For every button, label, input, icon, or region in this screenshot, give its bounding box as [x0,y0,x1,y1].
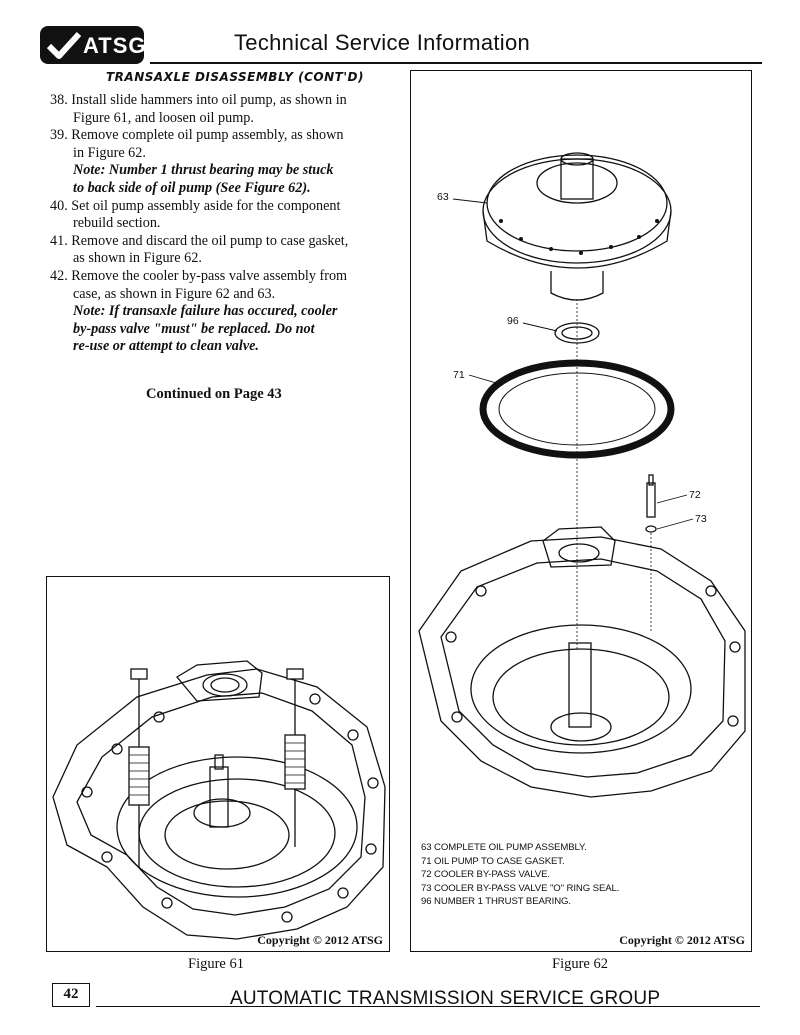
step-39: 39. Remove complete oil pump assembly, a… [50,127,380,197]
footer-title: AUTOMATIC TRANSMISSION SERVICE GROUP [230,988,661,1009]
callout-71: 71 [453,369,465,381]
parts-legend: 63 COMPLETE OIL PUMP ASSEMBLY. 71 OIL PU… [421,841,619,909]
logo-text: ATSG [83,33,147,58]
page-title: Technical Service Information [234,30,531,55]
callout-63: 63 [437,191,449,203]
step-note: by-pass valve "must" be replaced. Do not [73,320,315,337]
step-text: 38. Install slide hammers into oil pump,… [50,92,347,108]
footer-rule [96,1006,760,1007]
section-heading: TRANSAXLE DISASSEMBLY (CONT'D) [106,70,364,84]
step-text: case, as shown in Figure 62 and 63. [73,285,276,302]
figure-62-caption: Figure 62 [552,956,608,972]
step-note: Note: If transaxle failure has occured, … [73,303,338,320]
figure-62-frame: 63 96 71 72 73 63 COMPLETE OIL PUMP ASSE… [410,70,752,952]
figure-61-caption: Figure 61 [188,956,244,972]
step-note: re-use or attempt to clean valve. [73,338,259,355]
figure-61-copyright: Copyright © 2012 ATSG [257,933,383,947]
exploded-view-illustration [418,152,746,798]
continued-note: Continued on Page 43 [146,386,282,402]
figure-62-copyright: Copyright © 2012 ATSG [619,933,745,947]
legend-item: 73 COOLER BY-PASS VALVE "O" RING SEAL. [421,882,620,894]
step-text: in Figure 62. [73,144,146,161]
checkmark-logo-icon [47,32,81,59]
callout-72: 72 [689,489,701,501]
page-number: 42 [52,983,90,1007]
step-text: Figure 61, and loosen oil pump. [73,109,254,126]
step-38: 38. Install slide hammers into oil pump,… [50,92,380,127]
figure-61-frame: Copyright © 2012 ATSG [46,576,390,952]
step-42: 42. Remove the cooler by-pass valve asse… [50,268,380,356]
legend-item: 71 OIL PUMP TO CASE GASKET. [421,855,565,867]
callout-96: 96 [507,315,519,327]
step-text: rebuild section. [73,215,161,232]
slide-hammer-illustration [52,660,386,940]
atsg-logo: ATSG [40,26,147,64]
step-41: 41. Remove and discard the oil pump to c… [50,233,380,268]
legend-item: 96 NUMBER 1 THRUST BEARING. [421,896,571,908]
step-text: 39. Remove complete oil pump assembly, a… [50,127,344,144]
step-note: to back side of oil pump (See Figure 62)… [73,179,311,196]
legend-item: 72 COOLER BY-PASS VALVE. [421,869,550,881]
procedure-steps: 38. Install slide hammers into oil pump,… [50,92,380,356]
callout-73: 73 [695,513,707,525]
step-text: 42. Remove the cooler by-pass valve asse… [50,267,348,284]
step-text: 41. Remove and discard the oil pump to c… [50,232,349,249]
step-note: Note: Number 1 thrust bearing may be stu… [73,162,334,179]
step-text: as shown in Figure 62. [73,250,202,267]
legend-item: 63 COMPLETE OIL PUMP ASSEMBLY. [421,842,587,853]
step-40: 40. Set oil pump assembly aside for the … [50,198,380,233]
step-text: 40. Set oil pump assembly aside for the … [50,197,341,214]
header-rule [150,62,762,64]
